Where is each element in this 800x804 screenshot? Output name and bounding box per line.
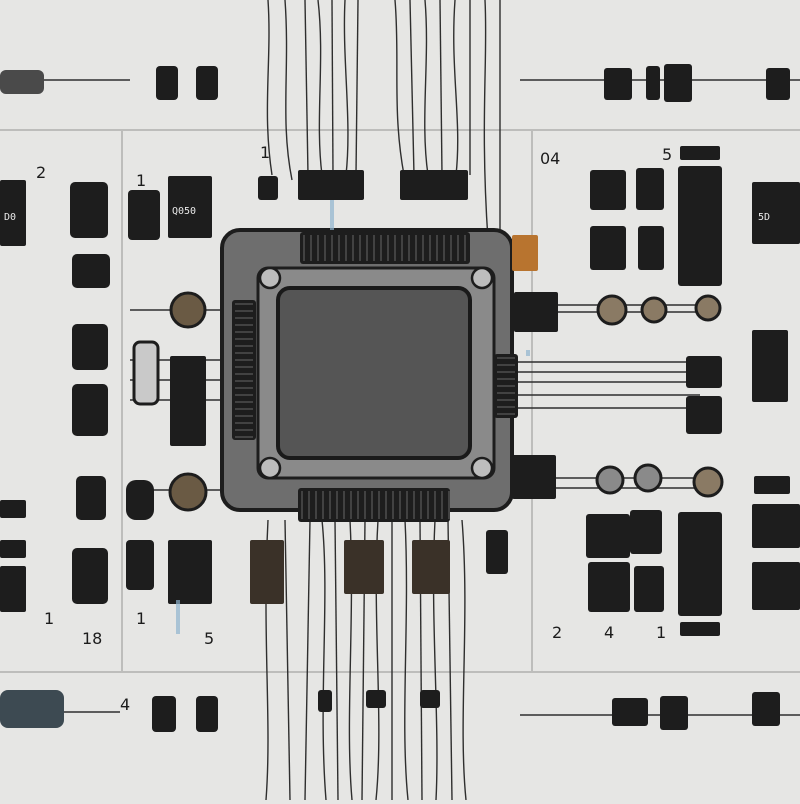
processor-chip bbox=[220, 228, 514, 512]
component-markings: Q050 5D D0 bbox=[4, 206, 770, 223]
top-row-parts bbox=[0, 64, 790, 732]
mount-hole bbox=[258, 456, 282, 480]
mount-hole bbox=[470, 266, 494, 290]
chip-pins-top bbox=[300, 232, 470, 264]
label-bl-2: 1 bbox=[136, 609, 146, 628]
mount-hole bbox=[258, 266, 282, 290]
chip-pins-bottom bbox=[298, 488, 450, 522]
label-mid-1: 1 bbox=[260, 143, 270, 162]
label-br-3: 2 bbox=[552, 623, 562, 642]
header-connectors bbox=[298, 170, 558, 499]
label-br-1: 4 bbox=[604, 623, 614, 642]
chip-die bbox=[276, 286, 472, 460]
label-tl-1: 2 bbox=[36, 163, 46, 182]
bottom-bus-wires bbox=[265, 519, 467, 801]
label-bl-1: 1 bbox=[44, 609, 54, 628]
label-bl-4: 4 bbox=[120, 695, 130, 714]
label-mid-2: 5 bbox=[204, 629, 214, 648]
color-accents bbox=[176, 200, 530, 634]
schematic-labels: 2 1 04 5 1 5 1 1 18 4 4 1 2 bbox=[36, 143, 672, 714]
label-tr-1: 04 bbox=[540, 149, 560, 168]
label-bl-3: 18 bbox=[82, 629, 102, 648]
chip-mark-bottom-left: D0 bbox=[4, 212, 16, 223]
chip-mark-left-top: Q050 bbox=[172, 206, 196, 217]
left-components bbox=[0, 176, 284, 612]
label-br-2: 1 bbox=[656, 623, 666, 642]
capacitors bbox=[168, 291, 724, 512]
label-tr-2: 5 bbox=[662, 145, 672, 164]
top-bus-wires bbox=[266, 0, 501, 241]
right-components bbox=[344, 146, 800, 636]
panel-grid bbox=[0, 129, 800, 673]
chip-mark-right-top: 5D bbox=[758, 212, 770, 223]
mount-hole bbox=[470, 456, 494, 480]
label-tl-2: 1 bbox=[136, 171, 146, 190]
chip-pins-left bbox=[232, 300, 256, 440]
